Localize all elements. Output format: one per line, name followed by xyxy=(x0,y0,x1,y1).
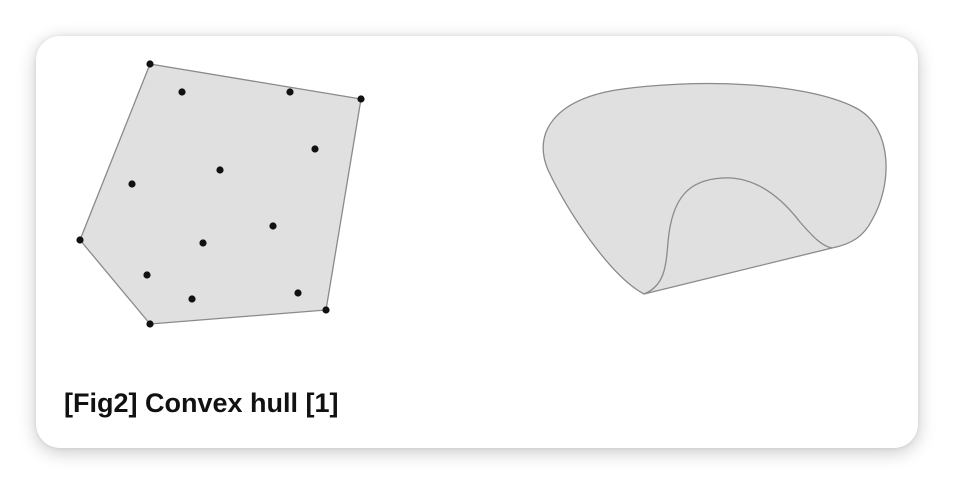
concave-inner-curve xyxy=(643,177,833,295)
curved-shape-hull-example xyxy=(542,82,887,295)
point-set xyxy=(76,60,365,328)
hull-vertex-point xyxy=(322,306,330,314)
convex-hull-diagram xyxy=(76,60,887,328)
interior-point xyxy=(128,180,136,188)
hull-vertex-point xyxy=(76,236,84,244)
interior-point xyxy=(143,271,151,279)
interior-point xyxy=(269,222,277,230)
interior-point xyxy=(178,88,186,96)
hull-vertex-point xyxy=(357,95,365,103)
interior-point xyxy=(294,289,302,297)
figure-caption: [Fig2] Convex hull [1] xyxy=(64,388,339,418)
curved-shape-hull xyxy=(542,82,887,295)
convex-hull-polygon xyxy=(79,63,362,325)
convex-hull-example xyxy=(76,60,365,328)
hull-vertex-point xyxy=(146,320,154,328)
hull-vertex-point xyxy=(146,60,154,68)
interior-point xyxy=(216,166,224,174)
interior-point xyxy=(199,239,207,247)
interior-point xyxy=(311,145,319,153)
interior-point xyxy=(286,88,294,96)
interior-point xyxy=(188,295,196,303)
figure-card: [Fig2] Convex hull [1] xyxy=(36,36,918,448)
